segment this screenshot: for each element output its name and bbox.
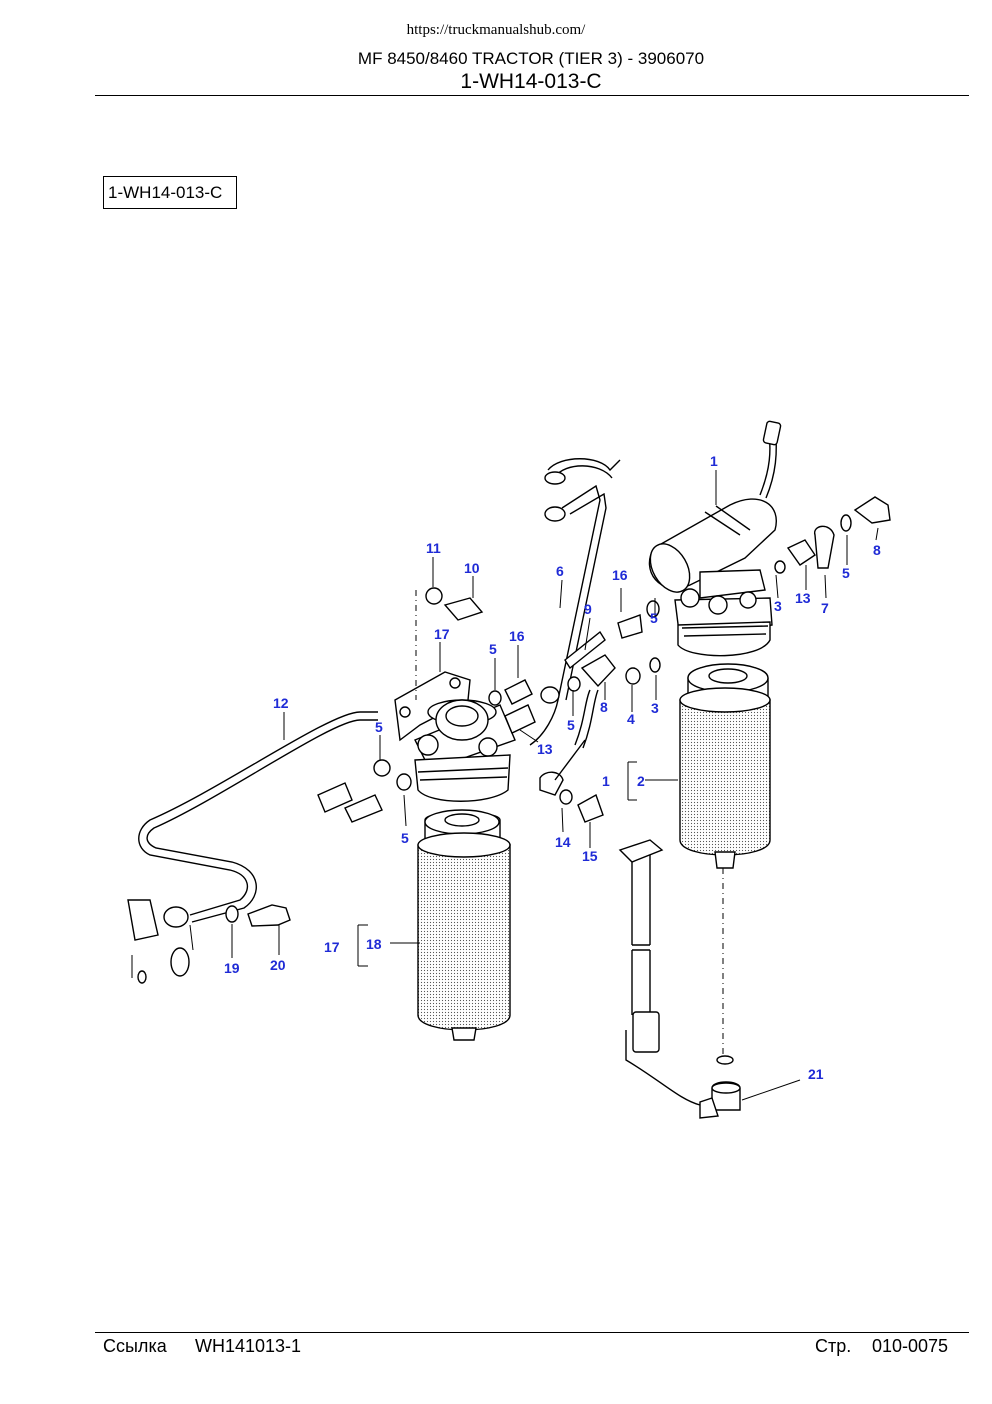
callout-8: 8 (873, 542, 881, 558)
washer-5-top (646, 600, 660, 618)
callout-5-top: 5 (650, 610, 658, 626)
callout-16-left: 16 (509, 628, 525, 644)
callout-19: 19 (224, 960, 240, 976)
page-title: MF 8450/8460 TRACTOR (TIER 3) - 3906070 (357, 49, 705, 68)
washer-19 (225, 905, 239, 923)
footer-ref-value: WH141013-1 (195, 1336, 302, 1356)
bolt-10 (443, 597, 484, 621)
footer-ref-label: Ссылка (103, 1336, 167, 1356)
reference-box: 1-WH14-013-C (103, 176, 237, 209)
pipe-12 (127, 711, 378, 984)
leader-lines (231, 470, 879, 1101)
callout-4: 4 (627, 711, 635, 727)
callout-5: 5 (842, 565, 850, 581)
callout-5-right-mid: 5 (567, 717, 575, 733)
washer-5-right-mid (567, 676, 581, 692)
oring-3-right (774, 560, 786, 574)
callout-16: 16 (612, 567, 628, 583)
adapter-13-left (504, 704, 536, 734)
diagram-code: 1-WH14-013-C (460, 70, 602, 93)
oring-3-left (649, 657, 661, 673)
footer-page-value: 010-0075 (872, 1336, 949, 1356)
engine-fitting (127, 899, 159, 941)
banjo-12 (163, 906, 189, 928)
bolt-15 (577, 793, 604, 823)
banjo-bolt-8-right (853, 496, 891, 524)
plug-4 (625, 667, 641, 685)
right-filter-element (679, 663, 771, 869)
water-sensor (699, 1055, 741, 1119)
callout-5-left-upper: 5 (375, 719, 383, 735)
washer-5-mid (488, 690, 502, 706)
washer-11 (425, 587, 443, 605)
pipe-13-lower (574, 689, 591, 746)
adapter-13-right (786, 539, 816, 566)
callout-11: 11 (426, 540, 441, 556)
callout-13: 13 (795, 590, 811, 606)
callout-7: 7 (821, 600, 829, 616)
callout-10: 10 (464, 560, 480, 576)
callout-15: 15 (582, 848, 598, 864)
callout-5-mid: 5 (489, 641, 497, 657)
header-rule (95, 95, 969, 96)
callout-1-bracket: 1 (602, 773, 610, 789)
sensor-left-1 (317, 782, 353, 813)
electric-pump (648, 420, 782, 593)
banjo-fitting-7 (814, 525, 835, 569)
callout-17: 17 (434, 626, 450, 642)
callout-9: 9 (584, 601, 592, 617)
callout-1: 1 (710, 453, 718, 469)
fuel-pipes (529, 458, 621, 796)
banjo-bolt-20 (247, 904, 291, 927)
left-filter-assembly (317, 587, 604, 1041)
sensor-harness (618, 839, 701, 1106)
banjo-bolt-8-left (580, 654, 616, 688)
washer-5-left-lower (396, 773, 412, 791)
callout-14: 14 (555, 834, 571, 850)
callout-21: 21 (808, 1066, 824, 1082)
washer-5-right (840, 514, 852, 532)
washer-14 (559, 789, 573, 805)
callout-3-left: 3 (651, 700, 659, 716)
callout-5-left-lower: 5 (401, 830, 409, 846)
callout-13-left: 13 (537, 741, 553, 757)
footer-rule (95, 1332, 969, 1333)
callout-12: 12 (273, 695, 289, 711)
callout-18: 18 (366, 936, 382, 952)
callout-labels: 1 8 5 13 7 3 16 6 9 5 8 4 3 2 1 11 10 17… (224, 453, 881, 1082)
pipe-6 (529, 484, 601, 746)
callout-8-left: 8 (600, 699, 608, 715)
footer-page-label: Стр. (815, 1336, 852, 1356)
sensor-left-2 (344, 794, 383, 823)
callout-17-bracket: 17 (324, 939, 340, 955)
callout-20: 20 (270, 957, 286, 973)
callout-6: 6 (556, 563, 564, 579)
right-filter-assembly (580, 420, 891, 1119)
right-filter-head (674, 569, 773, 657)
callout-2: 2 (637, 773, 645, 789)
source-url: https://truckmanualshub.com/ (406, 22, 586, 38)
adapter-16-top (617, 614, 643, 639)
washer-5-left-upper (373, 759, 391, 777)
adapter-16-left (504, 679, 533, 705)
callout-3: 3 (774, 598, 782, 614)
